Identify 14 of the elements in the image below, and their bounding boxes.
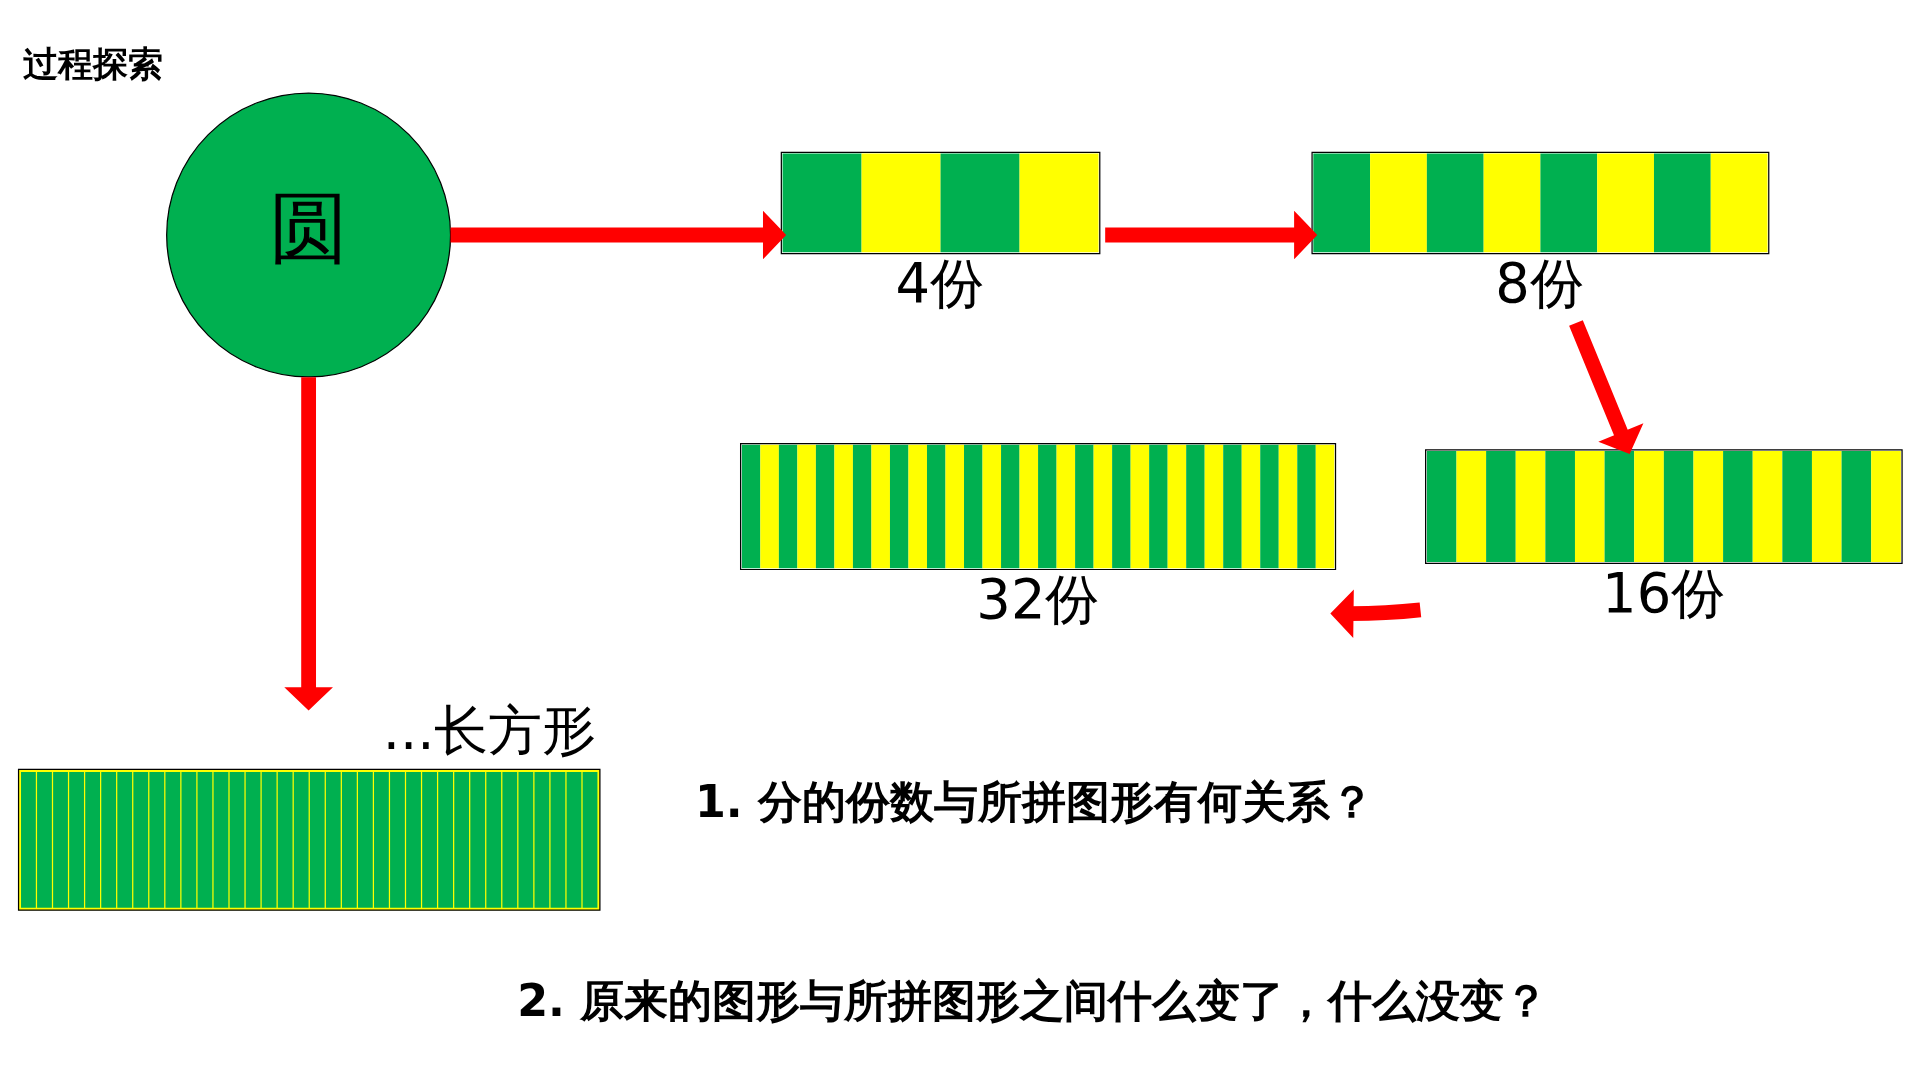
node-label: 8份 [1495,251,1584,315]
label: 1. 分的份数与所拼图形有何关系？ [694,775,1375,827]
arrow [450,210,787,259]
node-label: ...长方形 [382,698,597,762]
node-label: 4份 [895,251,985,315]
arrow [284,376,333,710]
node-label: 16份 [1602,561,1726,625]
arrow [1569,319,1644,454]
arrow [1105,210,1318,259]
node-circle: 圆 [166,91,452,378]
arrow [1330,588,1422,638]
diagram-title: 过程探索 [22,43,163,84]
node-label: 32份 [976,567,1100,631]
label: 2. 原来的图形与所拼图形之间什么变了，什么没变？ [517,974,1549,1026]
